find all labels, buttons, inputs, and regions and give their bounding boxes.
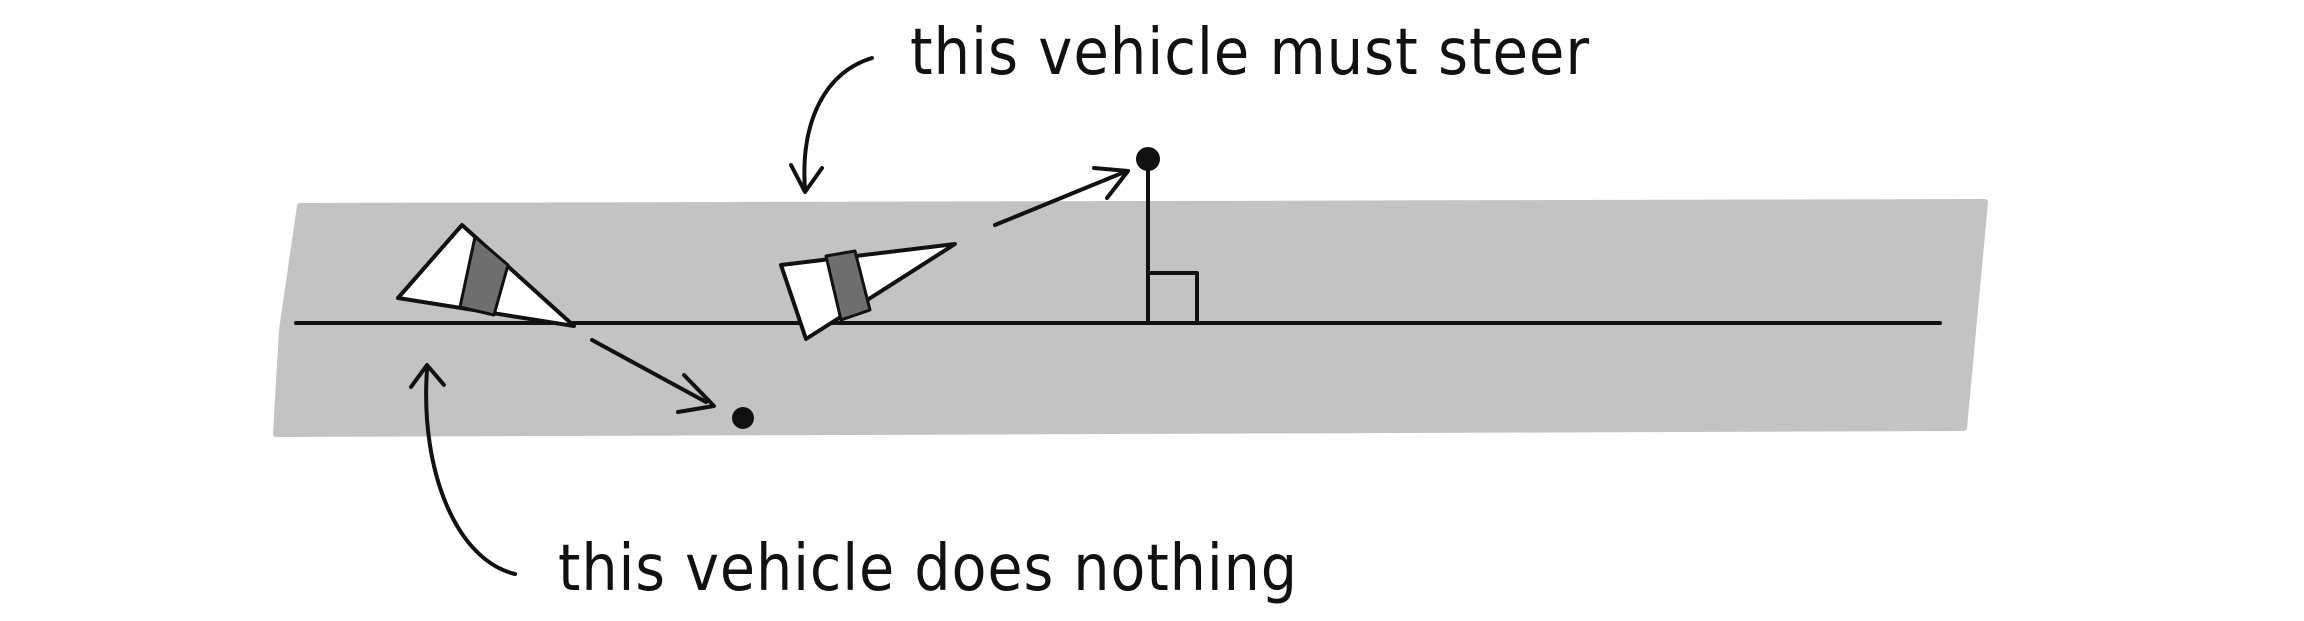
label-must-steer: this vehicle must steer xyxy=(910,16,1590,90)
label-does-nothing: this vehicle does nothing xyxy=(558,532,1298,606)
velocity-arrow-right xyxy=(993,166,1130,227)
vehicle-right xyxy=(779,242,957,341)
target-point-left xyxy=(732,407,754,429)
curved-arrow-bottom xyxy=(409,363,517,576)
right-angle-marker xyxy=(1146,271,1199,325)
vehicle-left xyxy=(396,223,576,328)
velocity-arrow-left xyxy=(590,338,716,414)
road-band xyxy=(273,199,1988,437)
curved-arrow-top xyxy=(789,56,874,194)
